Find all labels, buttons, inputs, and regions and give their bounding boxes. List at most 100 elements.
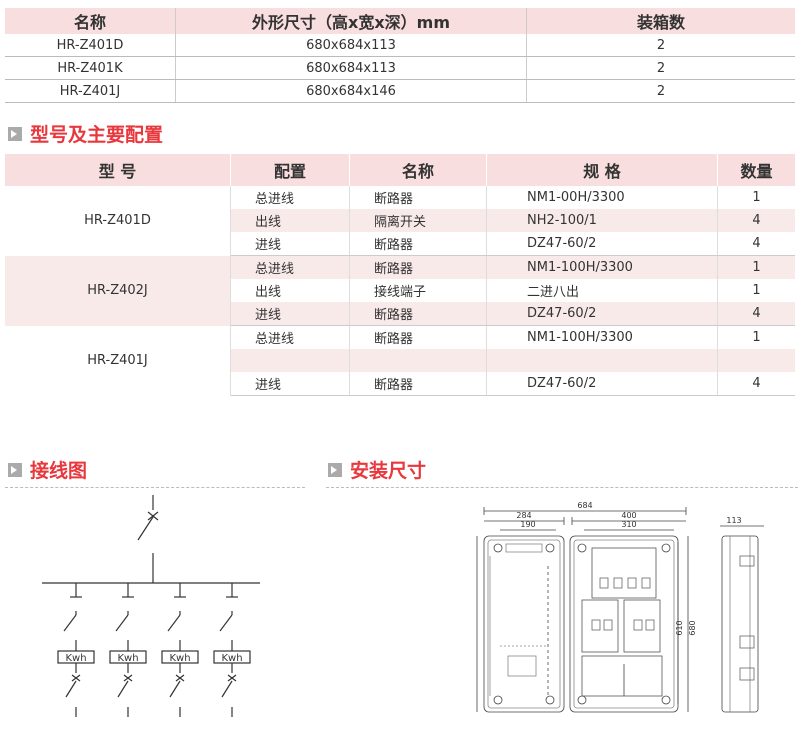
config-table: 型 号 配置 名称 规 格 数量 HR-Z401D 总进线 断路器 NM1-00… [5, 154, 795, 396]
dim-label: 310 [621, 520, 636, 529]
arrow-bullet-icon [8, 126, 22, 141]
table-row: HR-Z402J 总进线 断路器 NM1-100H/3300 1 [5, 255, 795, 326]
dim-label: 400 [621, 511, 636, 520]
cell-config: 进线 [230, 232, 350, 256]
col-header-model: 型 号 [5, 154, 231, 186]
cell-config: 出线 [230, 279, 350, 302]
cell-spec: NM1-100H/3300 [486, 255, 718, 279]
divider [5, 487, 305, 488]
cell-component [349, 349, 487, 372]
branch-circuit [213, 583, 251, 717]
config-section-header: 型号及主要配置 [8, 120, 163, 147]
spec-table-header: 名称 外形尺寸（高x宽x深）mm 装箱数 [5, 8, 795, 34]
table-row: HR-Z401D 总进线 断路器 NM1-00H/3300 1 [5, 186, 795, 256]
meter-label: Kwh [117, 653, 138, 664]
table-row: HR-Z401J 680x684x146 2 [5, 79, 795, 103]
cell-box-count: 2 [526, 34, 795, 57]
cell-spec: NM1-100H/3300 [486, 325, 718, 349]
cell-component: 断路器 [349, 255, 487, 279]
cell-spec: DZ47-60/2 [486, 372, 718, 396]
cell-config: 进线 [230, 372, 350, 396]
arrow-bullet-icon [8, 462, 22, 477]
cell-spec: DZ47-60/2 [486, 302, 718, 326]
section-title: 安装尺寸 [350, 460, 427, 482]
section-title: 接线图 [30, 460, 88, 482]
cell-component: 接线端子 [349, 279, 487, 302]
cell-model: HR-Z402J [5, 255, 231, 326]
col-header-box-count: 装箱数 [526, 8, 795, 34]
cell-config: 总进线 [230, 255, 350, 279]
cell-spec: DZ47-60/2 [486, 232, 718, 256]
table-row [5, 349, 795, 372]
cell-component: 隔离开关 [349, 209, 487, 232]
table-row: 出线 接线端子 二进八出 1 [5, 279, 795, 302]
cell-config [230, 349, 350, 372]
col-header-spec: 规 格 [486, 154, 718, 186]
cell-spec: 二进八出 [486, 279, 718, 302]
main-switch-icon [137, 495, 159, 583]
right-panel [569, 535, 679, 713]
col-header-name: 名称 [5, 8, 176, 34]
meter-label: Kwh [169, 653, 190, 664]
side-view [721, 535, 759, 713]
cell-quantity: 1 [752, 283, 761, 298]
cell-box-count: 2 [526, 56, 795, 80]
table-row: 进线 断路器 DZ47-60/2 4 [5, 302, 795, 326]
col-header-dimensions: 外形尺寸（高x宽x深）mm [175, 8, 527, 34]
dim-label: 610 [675, 620, 684, 635]
cell-quantity: 4 [717, 302, 795, 326]
meter-label: Kwh [65, 653, 86, 664]
cell-dimensions: 680x684x113 [175, 34, 527, 57]
table-row: HR-Z401D 680x684x113 2 [5, 34, 795, 57]
cell-box-count: 2 [526, 79, 795, 103]
cell-dimensions: 680x684x113 [175, 56, 527, 80]
wiring-section-header: 接线图 [8, 456, 87, 483]
dim-label: 680 [688, 620, 697, 635]
cell-quantity: 1 [752, 330, 761, 345]
cell-quantity: 4 [717, 209, 795, 232]
cell-component: 断路器 [349, 302, 487, 326]
cell-quantity: 1 [717, 255, 795, 279]
col-header-config: 配置 [230, 154, 350, 186]
branch-circuit [109, 583, 147, 717]
arrow-bullet-icon [328, 462, 342, 477]
left-panel [483, 535, 565, 713]
cell-component: 断路器 [349, 325, 487, 349]
cell-quantity [717, 349, 795, 372]
spec-table: 名称 外形尺寸（高x宽x深）mm 装箱数 HR-Z401D 680x684x11… [5, 8, 795, 103]
cell-config: 总进线 [230, 186, 350, 209]
dim-label: 284 [516, 511, 531, 520]
cell-config: 进线 [230, 302, 350, 326]
cell-config: 总进线 [230, 325, 350, 349]
table-row: HR-Z401J 总进线 断路器 NM1-100H/3300 1 [5, 325, 795, 396]
cell-quantity: 4 [717, 372, 795, 396]
cell-spec: NH2-100/1 [486, 209, 718, 232]
cell-config: 出线 [230, 209, 350, 232]
install-section-header: 安装尺寸 [328, 456, 426, 483]
col-header-component: 名称 [349, 154, 487, 186]
cell-component: 断路器 [349, 186, 487, 209]
branch-circuit [57, 583, 95, 717]
dim-label: 113 [726, 516, 741, 525]
section-title: 型号及主要配置 [30, 124, 164, 146]
divider [326, 487, 798, 488]
table-row: 进线 断路器 DZ47-60/2 4 [5, 232, 795, 256]
cell-spec: NM1-00H/3300 [486, 186, 718, 209]
cell-name: HR-Z401D [5, 34, 176, 57]
dimension-lines [476, 507, 764, 712]
cell-component: 断路器 [349, 372, 487, 396]
branch-circuit [161, 583, 199, 717]
cell-model: HR-Z401J [5, 325, 231, 396]
meter-label: Kwh [221, 653, 242, 664]
wiring-diagram: Kwh Kwh Kwh Kwh [42, 495, 260, 717]
cell-name: HR-Z401J [5, 79, 176, 103]
dim-label: 684 [577, 501, 592, 510]
config-table-header: 型 号 配置 名称 规 格 数量 [5, 154, 795, 186]
cell-quantity: 1 [752, 190, 761, 205]
dim-label: 190 [520, 520, 535, 529]
cell-component: 断路器 [349, 232, 487, 256]
table-row: HR-Z401K 680x684x113 2 [5, 56, 795, 80]
cell-dimensions: 680x684x146 [175, 79, 527, 103]
table-row: 进线 断路器 DZ47-60/2 4 [5, 372, 795, 396]
install-dimension-drawing: 684 284 400 190 310 113 610 680 [476, 501, 764, 713]
